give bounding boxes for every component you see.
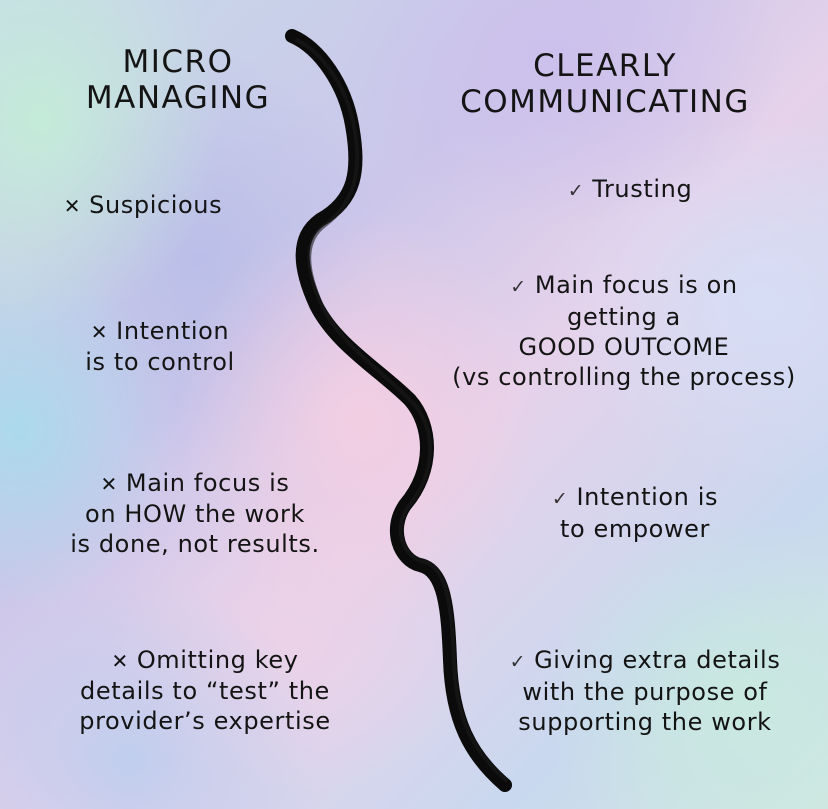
cross-icon: ✕ — [100, 472, 118, 496]
check-icon: ✓ — [509, 651, 527, 673]
item-text: on HOW the work — [85, 500, 305, 528]
cross-icon: ✕ — [111, 649, 129, 673]
micro-managing-item: ✕ Intention is to control — [20, 316, 300, 377]
check-icon: ✓ — [567, 180, 585, 202]
item-text: supporting the work — [518, 708, 772, 736]
item-text: Suspicious — [89, 191, 223, 219]
item-line: ✓ Giving extra details — [470, 645, 820, 677]
check-icon: ✓ — [551, 488, 569, 510]
clearly-communicating-heading: CLEARLY COMMUNICATING — [425, 48, 785, 120]
item-text: (vs controlling the process) — [452, 363, 796, 391]
item-text: getting a — [567, 303, 681, 331]
micro-managing-heading: MICRO MANAGING — [38, 44, 318, 116]
item-text: GOOD OUTCOME — [518, 333, 730, 361]
item-line: ✕ Main focus is — [40, 468, 350, 499]
heading-line: MICRO — [122, 44, 234, 80]
micro-managing-item: ✕ Suspicious — [0, 190, 286, 221]
cross-icon: ✕ — [90, 320, 109, 344]
heading-line: COMMUNICATING — [460, 84, 750, 120]
cross-icon: ✕ — [63, 194, 82, 218]
clear-communication-item: ✓ Giving extra details with the purpose o… — [470, 645, 820, 737]
clear-communication-item: ✓ Trusting — [480, 174, 780, 206]
clear-communication-item: ✓ Intention is to empower — [490, 482, 780, 544]
item-text: Intention — [116, 317, 230, 345]
item-text: provider’s expertise — [79, 707, 331, 735]
item-line: ✕ Suspicious — [0, 190, 286, 221]
item-text: is done, not results. — [70, 530, 320, 558]
heading-line: MANAGING — [85, 80, 271, 116]
item-text: Main focus is — [125, 469, 290, 497]
item-text: Omitting key — [136, 646, 299, 674]
item-line: ✓ Trusting — [480, 174, 780, 206]
item-line: ✕ Intention — [20, 316, 300, 347]
item-text: Intention is — [576, 483, 719, 511]
heading-line: CLEARLY — [533, 48, 677, 84]
item-text: details to “test” the — [80, 677, 330, 705]
item-text: Giving extra details — [534, 646, 781, 674]
item-line: ✓ Main focus is on — [420, 270, 828, 302]
item-line: ✓ Intention is — [490, 482, 780, 514]
item-text: Trusting — [592, 175, 693, 203]
item-text: to empower — [559, 515, 711, 543]
item-text: is to control — [85, 348, 235, 376]
item-text: Main focus is on — [534, 271, 738, 299]
item-line: ✕ Omitting key — [40, 645, 370, 676]
squiggle-line-edge — [295, 38, 508, 782]
micro-managing-item: ✕ Main focus is on HOW the work is done, … — [40, 468, 350, 559]
micro-managing-item: ✕ Omitting key details to “test” the prov… — [40, 645, 370, 736]
check-icon: ✓ — [510, 276, 527, 298]
item-text: with the purpose of — [522, 678, 768, 706]
clear-communication-item: ✓ Main focus is on getting a GOOD OUTCOME… — [420, 270, 828, 392]
